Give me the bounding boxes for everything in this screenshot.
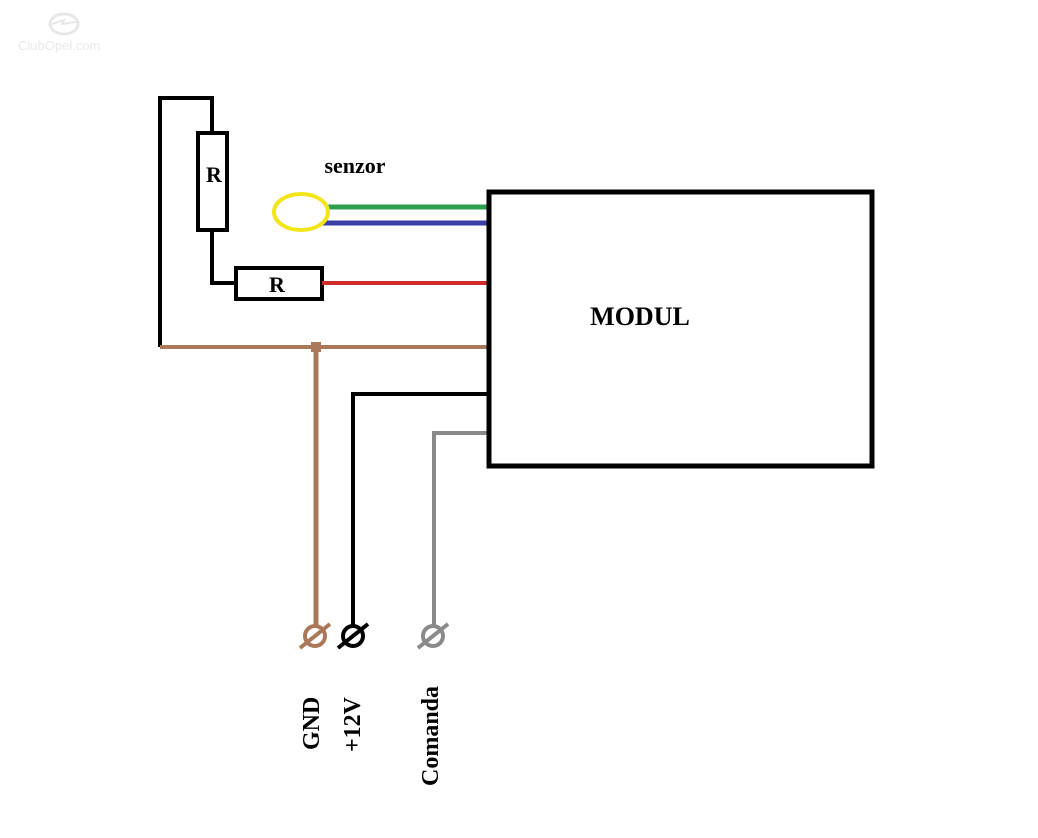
sensor-ring [272,192,330,232]
terminal-plus12v [336,622,370,650]
terminal-comanda [416,622,450,650]
gnd-junction [311,342,321,352]
terminal-comanda-label: Comanda [418,686,444,786]
terminal-plus12v-label: +12V [340,696,366,752]
sensor-label: senzor [324,153,385,178]
watermark: ClubOpel.com [18,12,100,53]
watermark-text: ClubOpel.com [18,38,100,53]
black-loop-wire [158,96,214,347]
module-label: MODUL [590,302,690,331]
resistor-2-label: R [269,272,286,297]
resistor-1-body [196,131,229,232]
resistor-link-wire [210,230,237,285]
terminal-plus12v-slash [336,622,370,650]
resistor-1: R [196,131,229,232]
terminal-gnd-label: GND [299,697,325,750]
comanda-wire [432,431,490,625]
sensor: senzor [272,153,386,232]
resistor-1-label: R [206,162,223,187]
module: MODUL [486,189,875,469]
terminal-plus12v-ring [341,624,365,648]
terminal-comanda-slash [416,622,450,650]
terminal-gnd-ring [303,624,327,648]
watermark-logo-bolt-icon [51,18,77,26]
module-box [486,189,875,469]
terminal-gnd-slash [298,622,332,650]
resistor-2: R [234,266,324,301]
watermark-logo-icon [48,12,80,36]
terminal-gnd [298,622,332,650]
terminal-comanda-ring [421,624,445,648]
plus12v-wire [351,392,490,625]
